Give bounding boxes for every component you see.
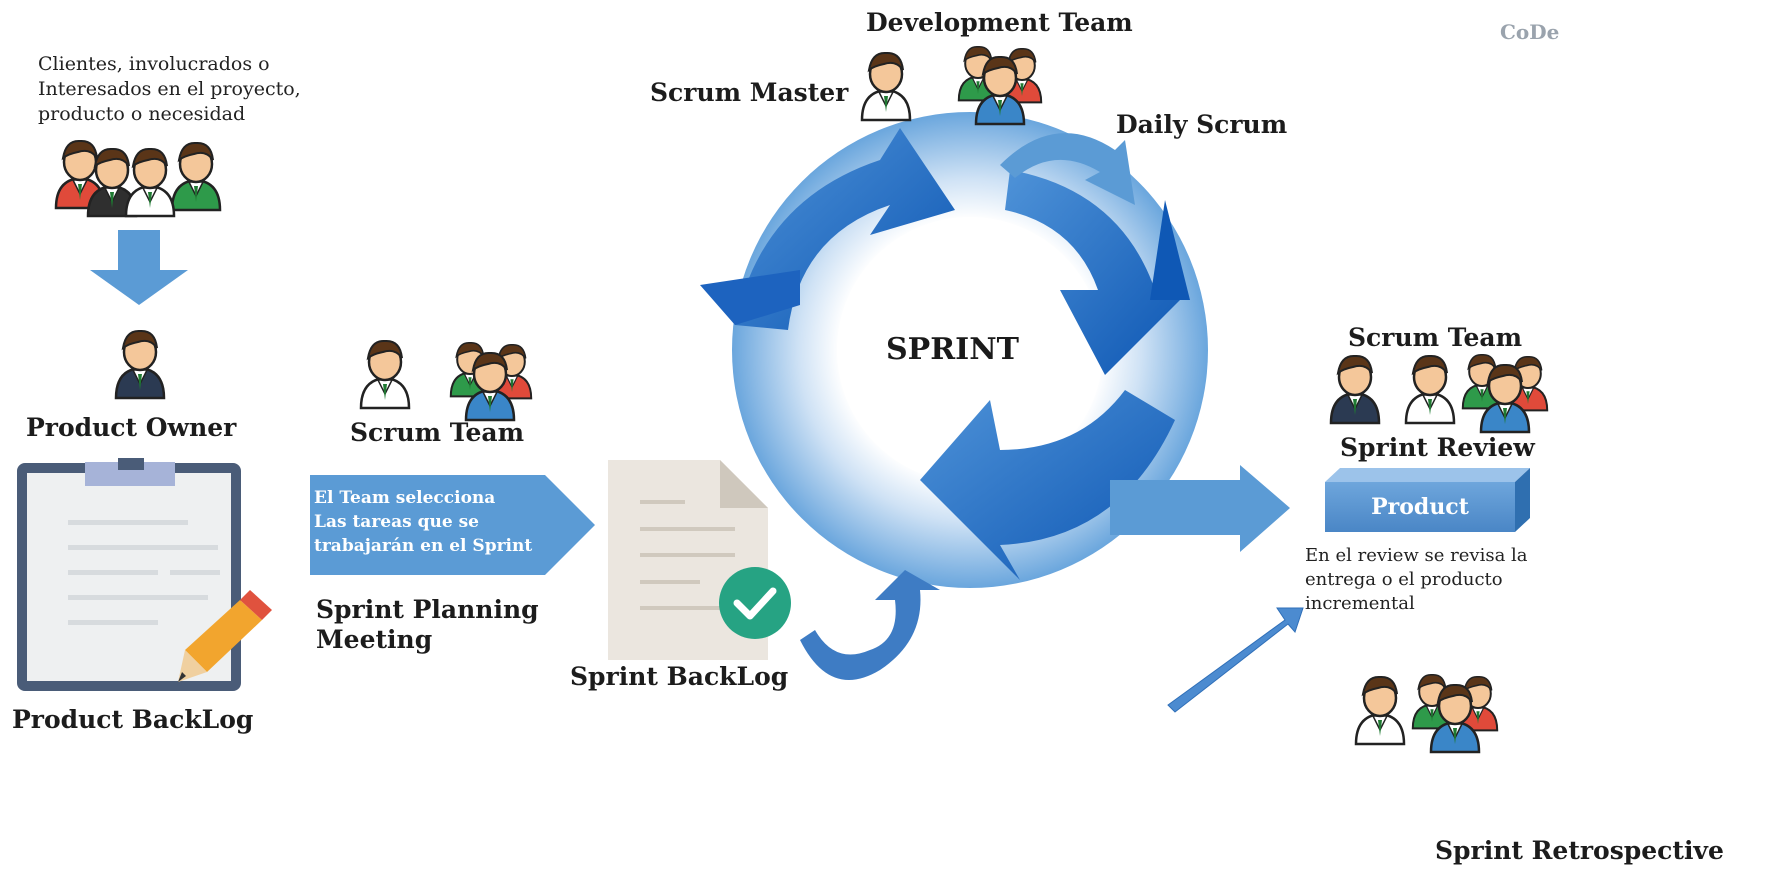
planning-team-label: Scrum Team xyxy=(350,418,525,447)
cycle-center xyxy=(837,217,1103,483)
planning-arrow-line: El Team selecciona xyxy=(314,488,496,508)
daily-scrum-label: Daily Scrum xyxy=(1116,110,1288,139)
review-note-line: entrega o el producto xyxy=(1305,569,1503,590)
stakeholders-note-line: Clientes, involucrados o xyxy=(38,53,270,75)
stakeholders-note: Clientes, involucrados o Interesados en … xyxy=(38,52,301,127)
scrum-master-icon xyxy=(860,51,912,122)
review-note-line: En el review se revisa la xyxy=(1305,545,1528,566)
planning-arrow-shape xyxy=(310,475,595,575)
sprint-cycle xyxy=(700,112,1208,588)
to-review-arrow xyxy=(1110,465,1290,552)
watermark: CoDe xyxy=(1500,20,1560,44)
person-icon xyxy=(170,141,222,212)
sprint-center-label: SPRINT xyxy=(886,332,1019,367)
cycle-arrowhead-left xyxy=(700,270,800,325)
product-backlog-label: Product BackLog xyxy=(12,705,254,734)
meeting-line: Meeting xyxy=(316,625,433,654)
sprint-retrospective-label: Sprint Retrospective xyxy=(1435,836,1724,865)
product-owner-icon xyxy=(1329,354,1381,425)
stakeholders-note-line: producto o necesidad xyxy=(38,103,246,125)
backlog-to-sprint-arrow xyxy=(800,570,940,680)
cycle-arrow-right xyxy=(1005,170,1185,375)
development-team-label: Development Team xyxy=(866,8,1133,37)
check-icon xyxy=(719,567,791,639)
scrum-master-icon xyxy=(1404,354,1456,425)
down-arrow xyxy=(90,230,188,305)
sprint-backlog-label: Sprint BackLog xyxy=(570,662,789,691)
review-note: En el review se revisa la entrega o el p… xyxy=(1305,544,1528,616)
stakeholders-note-line: Interesados en el proyecto, xyxy=(38,78,301,100)
review-note-line: incremental xyxy=(1305,593,1415,614)
pencil-icon xyxy=(178,590,272,682)
product-cube xyxy=(1325,468,1530,532)
meeting-line: Sprint Planning xyxy=(316,595,539,624)
sprint-review-label: Sprint Review xyxy=(1340,433,1535,462)
product-owner-label: Product Owner xyxy=(26,413,237,442)
daily-scrum-arrow xyxy=(1000,133,1135,205)
planning-arrow-line: trabajarán en el Sprint xyxy=(314,536,533,556)
product-owner-icon xyxy=(114,329,166,400)
cycle-arrow-bottom xyxy=(920,390,1175,580)
scrum-master-icon xyxy=(359,339,411,410)
scrum-master-label: Scrum Master xyxy=(650,78,849,107)
cycle-arrowhead-right xyxy=(1150,200,1190,300)
product-backlog-clipboard xyxy=(17,458,272,691)
product-label: Product xyxy=(1371,494,1469,520)
scrum-master-icon xyxy=(1354,675,1406,746)
planning-arrow-line: Las tareas que se xyxy=(314,512,479,532)
review-team-label: Scrum Team xyxy=(1348,323,1523,352)
sprint-backlog-document xyxy=(608,460,791,660)
planning-arrow-text: El Team selecciona Las tareas que se tra… xyxy=(314,486,532,558)
sprint-planning-meeting-label: Sprint Planning Meeting xyxy=(316,595,539,655)
person-icon xyxy=(124,147,176,218)
retro-arrow xyxy=(1167,607,1304,713)
